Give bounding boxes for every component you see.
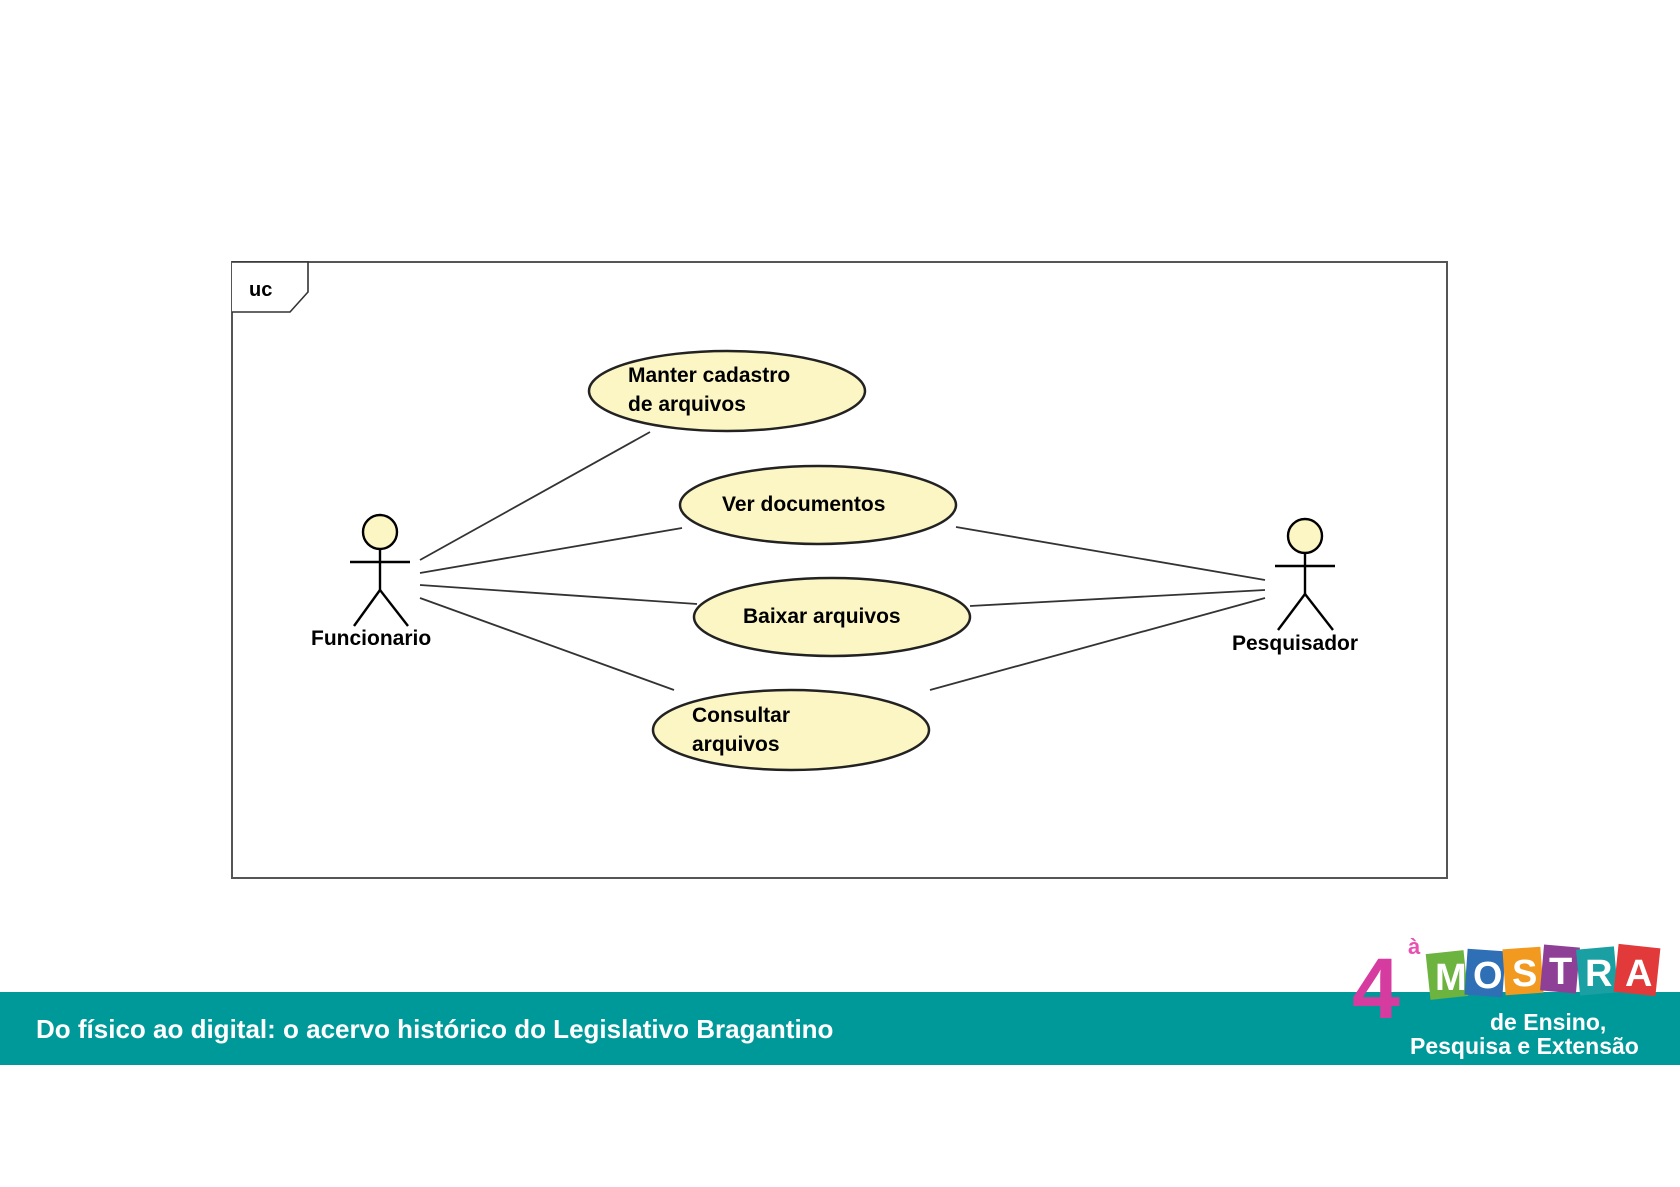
use-case-label: Baixar arquivos xyxy=(743,605,901,628)
use-case-label: Manter cadastro xyxy=(628,364,790,387)
logo-subtitle-line1: de Ensino, xyxy=(1490,1009,1606,1035)
use-case-baixar-arquivos: Baixar arquivos xyxy=(692,576,972,658)
actor-head-icon xyxy=(361,513,399,551)
use-case-manter-cadastro: Manter cadastro de arquivos xyxy=(587,349,867,433)
logo-letter: T xyxy=(1549,951,1572,993)
association-line xyxy=(419,597,675,691)
frame-tag: uc xyxy=(249,279,272,301)
actor-name-pesquisador: Pesquisador xyxy=(1232,632,1358,655)
mostra-logo: 4 à M O S T R A de Ensino, Pesquisa e Ex… xyxy=(1352,934,1661,1059)
logo-number: 4 xyxy=(1352,941,1400,1037)
logo-letter: R xyxy=(1585,953,1612,995)
association-line xyxy=(419,584,698,605)
logo-letter-tiles xyxy=(1425,943,1661,1000)
use-case-label: Ver documentos xyxy=(722,493,885,516)
footer-title: Do físico ao digital: o acervo histórico… xyxy=(36,1014,834,1044)
use-case-consultar-arquivos: Consultar arquivos xyxy=(651,688,931,772)
diagram-frame xyxy=(231,261,1448,879)
frame-tag-box xyxy=(232,261,309,313)
use-case-label: de arquivos xyxy=(628,393,746,416)
footer-bar xyxy=(0,992,1680,1065)
use-case-label: Consultar xyxy=(692,704,790,727)
association-line xyxy=(969,589,1266,607)
logo-letter: S xyxy=(1512,953,1537,995)
actor-name-funcionario: Funcionario xyxy=(311,627,431,650)
use-case-ver-documentos: Ver documentos xyxy=(678,464,958,546)
actor-funcionario xyxy=(350,513,410,627)
use-case-label: arquivos xyxy=(692,733,780,756)
association-line xyxy=(929,597,1266,691)
actor-pesquisador xyxy=(1275,517,1335,631)
associations-pesquisador xyxy=(929,526,1266,691)
association-line xyxy=(419,527,683,574)
logo-letter: M xyxy=(1435,957,1467,999)
associations-funcionario xyxy=(419,431,698,691)
association-line xyxy=(419,431,651,561)
association-line xyxy=(955,526,1266,581)
logo-letter: O xyxy=(1473,955,1503,997)
logo-letter: A xyxy=(1625,953,1652,995)
logo-superscript: à xyxy=(1408,934,1421,959)
logo-subtitle-line2: Pesquisa e Extensão xyxy=(1410,1033,1639,1059)
actor-head-icon xyxy=(1286,517,1324,555)
